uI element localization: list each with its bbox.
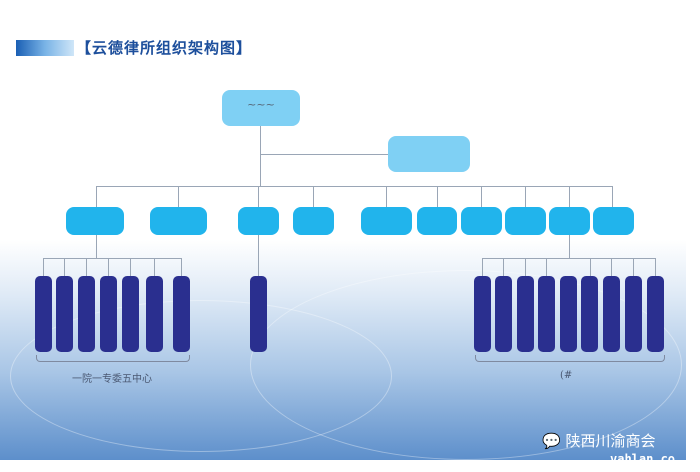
dept-node xyxy=(66,207,124,235)
unit-node xyxy=(517,276,534,352)
connector xyxy=(258,234,259,276)
left-group-brace xyxy=(36,355,190,362)
page-title: 【云德律所组织架构图】 xyxy=(76,39,253,57)
unit-node xyxy=(560,276,577,352)
dept-node xyxy=(549,207,590,235)
connector xyxy=(96,186,613,187)
connector xyxy=(64,258,65,276)
watermark-account: 💬 陕西川渝商会 xyxy=(542,430,655,451)
unit-node xyxy=(538,276,555,352)
connector xyxy=(386,186,387,207)
connector xyxy=(655,258,656,276)
connector xyxy=(181,258,182,276)
connector xyxy=(611,258,612,276)
unit-node xyxy=(603,276,620,352)
unit-node xyxy=(581,276,598,352)
wechat-icon: 💬 xyxy=(542,432,561,450)
connector xyxy=(569,234,570,258)
connector xyxy=(569,186,570,207)
connector xyxy=(481,186,482,207)
connector xyxy=(258,186,259,207)
connector xyxy=(503,258,504,276)
connector xyxy=(43,258,182,259)
unit-node xyxy=(474,276,491,352)
dept-node xyxy=(361,207,412,235)
connector xyxy=(154,258,155,276)
connector xyxy=(260,154,388,155)
connector xyxy=(525,186,526,207)
unit-node xyxy=(625,276,642,352)
watermark-site: vahlan.co xyxy=(610,452,676,466)
watermark-account-text: 陕西川渝商会 xyxy=(565,432,656,450)
unit-node xyxy=(78,276,95,352)
unit-node xyxy=(56,276,73,352)
connector xyxy=(96,186,97,207)
left-group-label: 一院一专委五中心 xyxy=(72,374,152,385)
title-decoration xyxy=(16,40,74,56)
right-group-label: (# xyxy=(560,370,573,381)
dept-node xyxy=(417,207,457,235)
right-group-brace xyxy=(475,355,665,362)
top-node-label: ~~~ xyxy=(247,98,275,111)
dept-node xyxy=(505,207,546,235)
connector xyxy=(482,258,656,259)
unit-node xyxy=(35,276,52,352)
connector xyxy=(633,258,634,276)
connector xyxy=(178,186,179,207)
unit-node xyxy=(647,276,664,352)
dept-node xyxy=(238,207,279,235)
unit-node xyxy=(495,276,512,352)
connector xyxy=(482,258,483,276)
connector xyxy=(590,258,591,276)
connector xyxy=(43,258,44,276)
dept-node xyxy=(150,207,207,235)
dept-node xyxy=(461,207,502,235)
connector xyxy=(546,258,547,276)
connector xyxy=(525,258,526,276)
connector xyxy=(96,234,97,258)
connector xyxy=(260,126,261,186)
unit-node xyxy=(100,276,117,352)
connector xyxy=(108,258,109,276)
unit-node xyxy=(146,276,163,352)
dept-node xyxy=(593,207,634,235)
decor-arc xyxy=(10,300,392,452)
unit-node xyxy=(250,276,267,352)
connector xyxy=(437,186,438,207)
unit-node xyxy=(173,276,190,352)
unit-node xyxy=(122,276,139,352)
connector xyxy=(313,186,314,207)
dept-node xyxy=(293,207,334,235)
top-node xyxy=(222,90,300,126)
connector xyxy=(612,186,613,207)
connector xyxy=(86,258,87,276)
advisory-node xyxy=(388,136,470,172)
connector xyxy=(130,258,131,276)
